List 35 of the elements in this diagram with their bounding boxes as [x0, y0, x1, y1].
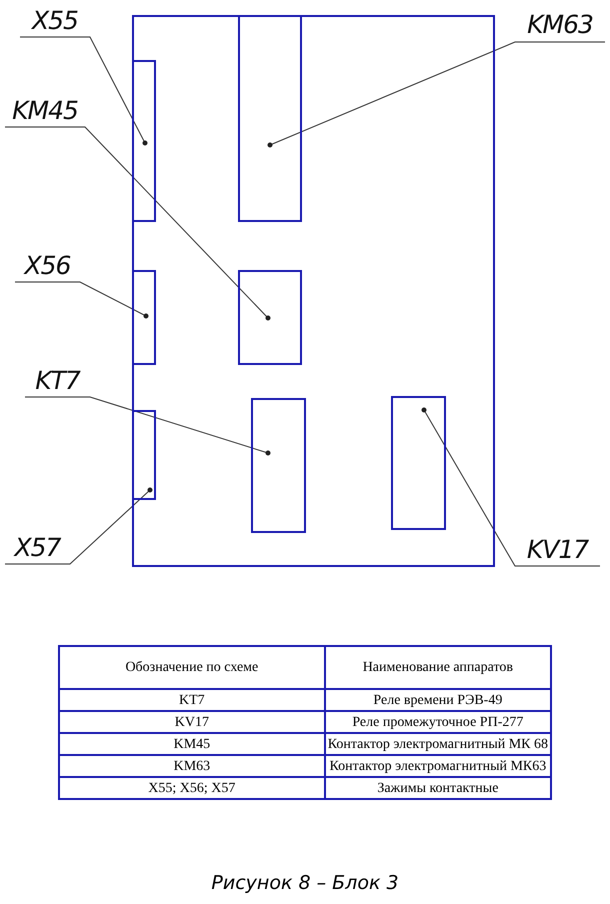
leader-line: [20, 36, 148, 146]
table-cell: Реле времени РЭВ-49: [324, 689, 551, 711]
designation-label: KT7: [25, 366, 90, 397]
table-cell: Контактор электромагнитный МК 68: [324, 733, 551, 755]
device-outline: [238, 15, 302, 222]
table-cell: Реле промежуточное РП-277: [324, 711, 551, 733]
device-outline: [132, 60, 156, 222]
leader-line: [422, 408, 600, 566]
device-outline: [391, 396, 446, 530]
figure-caption: Рисунок 8 – Блок 3: [210, 872, 400, 894]
device-outline: [238, 270, 302, 365]
header-cell: Обозначение по схеме: [59, 646, 325, 689]
table-cell: KM45: [59, 733, 325, 755]
table-cell: KM63: [59, 755, 325, 777]
header-cell: Наименование аппаратов: [324, 646, 551, 689]
designation-label: X55: [20, 6, 90, 37]
leader-line: [4, 488, 152, 564]
table-cell: KV17: [59, 711, 325, 733]
leader-line: [14, 282, 148, 318]
designation-label: KM45: [5, 96, 85, 127]
panel-outline: [132, 15, 495, 567]
designation-label: X57: [5, 533, 70, 564]
table-cell: Зажимы контактные: [324, 777, 551, 799]
leader-line: [24, 396, 270, 456]
device-outline: [132, 270, 156, 365]
device-outline: [251, 398, 306, 533]
designation-label: KM63: [515, 10, 605, 42]
table-cell: X55; X56; X57: [59, 777, 325, 799]
leader-line: [4, 126, 270, 320]
leader-line: [268, 42, 606, 148]
designation-label: X56: [15, 251, 80, 282]
device-outline: [132, 410, 156, 500]
designation-label: KV17: [515, 535, 600, 566]
table-cell: KT7: [59, 689, 325, 711]
table-cell: Контактор электромагнитный МК63: [324, 755, 551, 777]
